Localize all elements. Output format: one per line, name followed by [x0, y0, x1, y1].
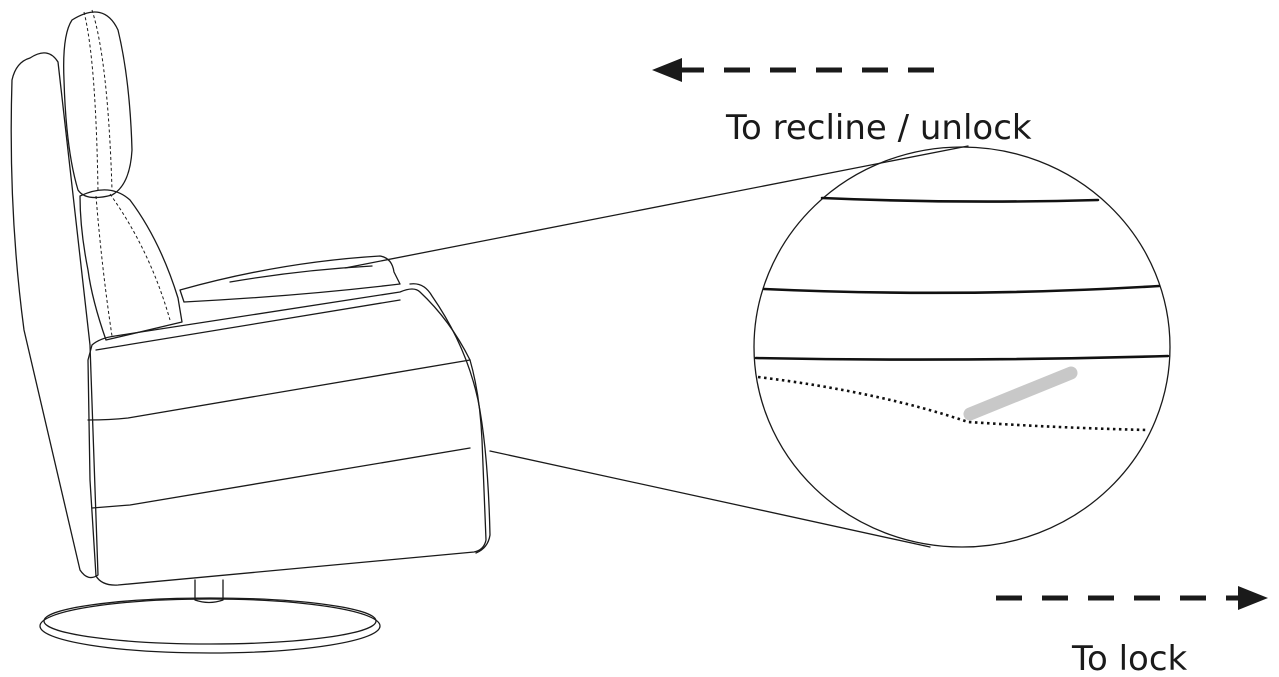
- zoom-leader-lines: [344, 145, 969, 548]
- lock-arrow-icon: [996, 586, 1268, 610]
- headrest: [63, 9, 133, 199]
- seam-line-middle: [762, 284, 1161, 295]
- seam-line-top: [820, 196, 1100, 203]
- lock-label: To lock: [1071, 639, 1188, 677]
- detail-circle: [753, 146, 1171, 548]
- back-cushion: [79, 189, 183, 341]
- release-lever: [963, 366, 1078, 421]
- side-panel: [87, 283, 491, 586]
- backrest-shell: [10, 52, 99, 579]
- seam-line-bottom: [754, 354, 1170, 361]
- magnified-detail: [753, 146, 1171, 548]
- hidden-edge-dotted: [757, 375, 1149, 432]
- recliner-chair: [10, 9, 491, 654]
- swivel-base: [39, 597, 381, 654]
- recline-unlock-label: To recline / unlock: [725, 108, 1032, 148]
- armrest-top: [179, 255, 401, 303]
- recline-arrow-icon: [652, 58, 936, 82]
- base-stem: [194, 579, 224, 604]
